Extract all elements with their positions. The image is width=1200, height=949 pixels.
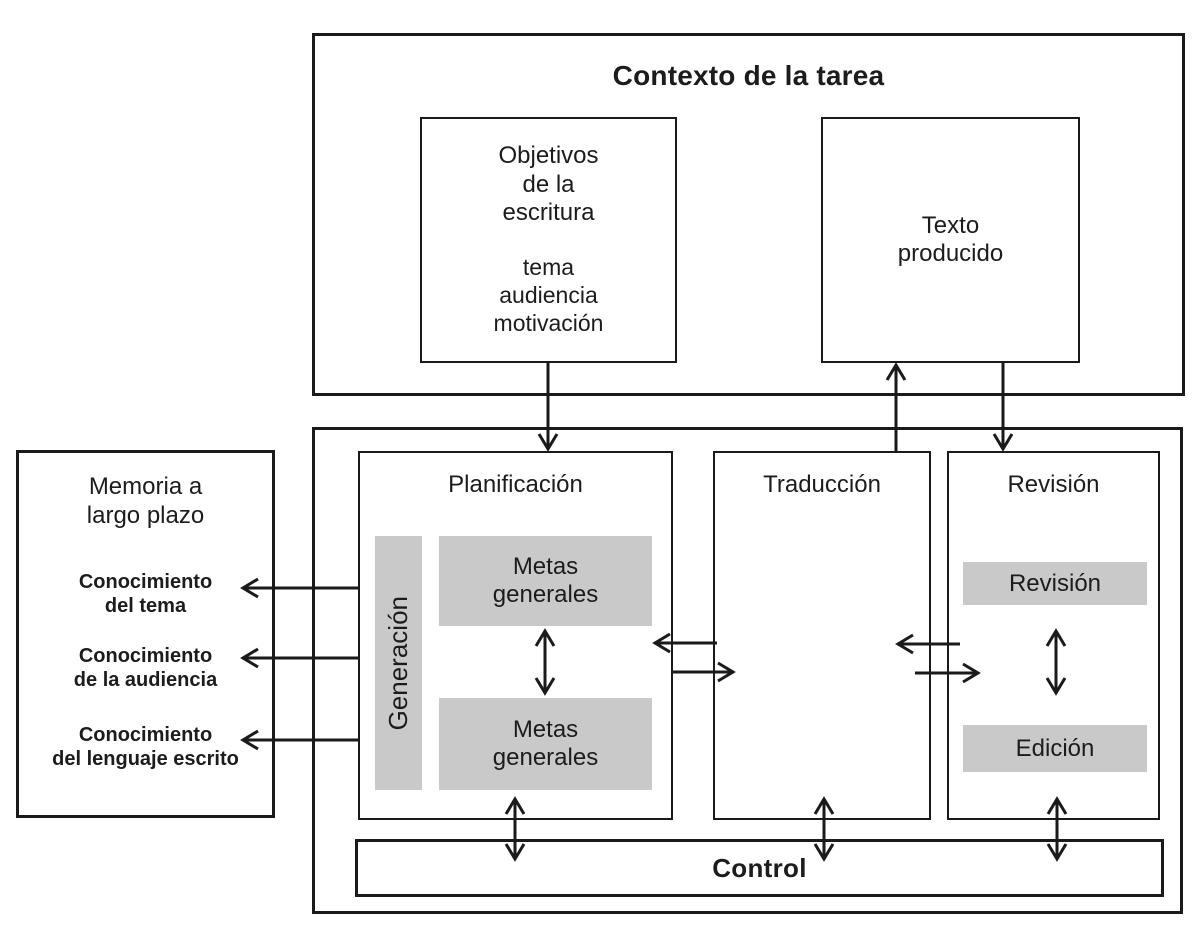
memoria-item-audiencia: Conocimiento de la audiencia bbox=[73, 645, 218, 691]
traduccion-box: Traducción bbox=[713, 451, 931, 820]
revision-box: Revisión Revisión Edición bbox=[947, 451, 1160, 820]
planificacion-title: Planificación bbox=[448, 471, 583, 498]
texto-producido-box: Texto producido bbox=[821, 117, 1080, 363]
traduccion-title: Traducción bbox=[763, 471, 881, 498]
control-label: Control bbox=[712, 852, 807, 883]
texto-producido-label: Texto producido bbox=[897, 211, 1004, 267]
generacion-bar: Generación bbox=[375, 536, 422, 790]
metas-generales-bottom: Metas generales bbox=[439, 698, 652, 790]
memoria-item-tema: Conocimiento del tema bbox=[78, 571, 213, 617]
edicion-sub-box: Edición bbox=[963, 725, 1147, 772]
contexto-title: Contexto de la tarea bbox=[612, 60, 885, 91]
memoria-item-lenguaje: Conocimiento del lenguaje escrito bbox=[52, 724, 239, 770]
objetivos-title: Objetivos de la escritura bbox=[498, 142, 599, 227]
memoria-title: Memoria a largo plazo bbox=[86, 473, 205, 530]
metas-generales-top: Metas generales bbox=[439, 536, 652, 626]
revision-title: Revisión bbox=[1007, 471, 1100, 498]
contexto-box: Contexto de la tarea Objetivos de la esc… bbox=[312, 33, 1185, 396]
revision-sub-box: Revisión bbox=[963, 562, 1147, 605]
control-bar: Control bbox=[355, 839, 1164, 897]
memoria-box: Memoria a largo plazo Conocimiento del t… bbox=[16, 450, 275, 818]
objetivos-subitems: tema audiencia motivación bbox=[493, 254, 604, 337]
planificacion-box: Planificación Generación Metas generales… bbox=[358, 451, 673, 820]
proceso-box: Planificación Generación Metas generales… bbox=[312, 427, 1183, 914]
objetivos-box: Objetivos de la escritura tema audiencia… bbox=[420, 117, 677, 363]
generacion-label: Generación bbox=[383, 595, 413, 731]
